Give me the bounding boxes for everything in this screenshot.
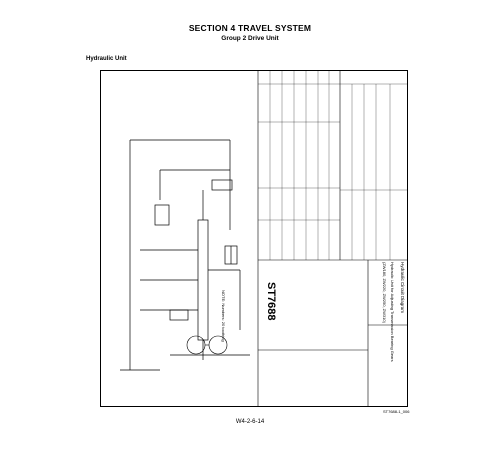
drawing-number: ST7688 bbox=[265, 282, 277, 321]
group-title: Group 2 Drive Unit bbox=[221, 35, 279, 42]
hydraulic-circuit-diagram bbox=[120, 70, 408, 407]
drawing-title: Hydraulic Circuit Diagram bbox=[400, 262, 405, 314]
page-number: W4-2-6-14 bbox=[235, 419, 265, 425]
drawing-frame bbox=[100, 70, 408, 407]
file-code: ST7688-1_006 bbox=[383, 409, 410, 414]
figure-caption: Hydraulic Unit bbox=[86, 56, 127, 62]
diagram-note: NOTE: Numbers: 20 toothing bbox=[221, 290, 226, 342]
drawing-subtitle: Hydraulic Unit for Adjusting Transmissio… bbox=[390, 262, 395, 362]
drawing-models: (ZW180, ZW220, ZW250, ZW310) bbox=[382, 262, 387, 323]
section-title: SECTION 4 TRAVEL SYSTEM bbox=[188, 23, 312, 33]
